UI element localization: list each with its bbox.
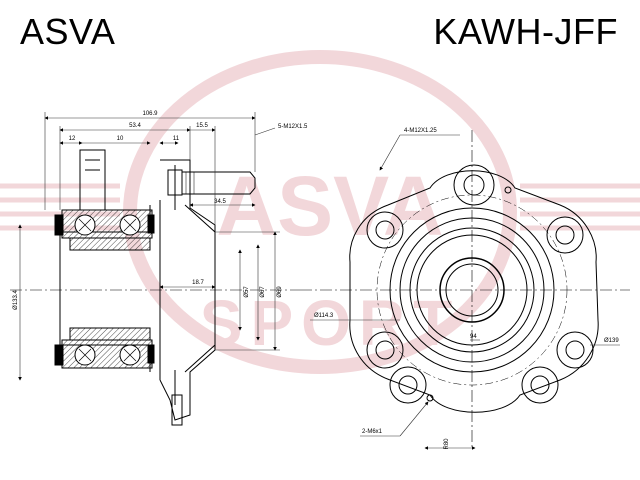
dim-11: 11 <box>173 136 180 142</box>
bolt-hole-left-low <box>375 340 395 360</box>
callout-bolt-holes: 4-M12X1.25 <box>404 128 437 134</box>
side-dimensions <box>18 112 280 381</box>
part-number-label: KAWH-JFF <box>433 11 618 52</box>
bolt-hole-right <box>565 340 585 360</box>
callout-small-holes: 2-M6x1 <box>362 429 383 435</box>
hub-ring-outer <box>389 207 555 373</box>
dim-34-5: 34.5 <box>214 199 226 205</box>
bolt-hole-top <box>463 174 485 196</box>
lower-stud <box>171 394 183 426</box>
front-dimensions <box>310 134 620 450</box>
hub-ring-4 <box>416 234 528 346</box>
side-section-view <box>10 149 300 426</box>
dim-15-5: 15.5 <box>196 123 208 129</box>
dim-stud-thread: 5-M12X1.5 <box>278 124 308 130</box>
brand-label: ASVA <box>20 11 116 52</box>
dim-r80: R80 <box>444 438 450 450</box>
dim-dia-133-4: Ø133.4 <box>13 289 19 309</box>
inner-ring-bottom <box>69 327 151 341</box>
hub-ring-3 <box>409 227 535 353</box>
bolt-hole-left <box>375 220 395 240</box>
seal-right-bottom <box>147 344 155 364</box>
dim-pcd: Ø114.3 <box>314 313 334 319</box>
dim-12: 12 <box>69 136 76 142</box>
hub-ring-2 <box>399 217 545 363</box>
mount-ear-right-high <box>546 216 584 254</box>
seal-left-bottom <box>54 344 64 366</box>
dim-10: 10 <box>117 136 124 142</box>
dim-dia-139: Ø139 <box>604 338 619 344</box>
mount-ear-bottom-right <box>521 366 559 404</box>
dim-bore: 94 <box>470 334 477 340</box>
mount-ear-top <box>453 164 495 206</box>
bolt-hole-bottom-right <box>530 375 550 395</box>
bolt-hole-right-high <box>555 225 575 245</box>
watermark: ASVA SPORT <box>0 50 640 374</box>
dim-18-7: 18.7 <box>192 280 204 286</box>
hub-bore-inner <box>445 263 499 317</box>
small-hole-2 <box>504 186 512 194</box>
hub-bore-outer <box>439 257 505 323</box>
mount-ear-bottom <box>389 366 427 404</box>
inner-ring-top <box>69 237 151 251</box>
dim-dia-67: Ø67 <box>260 286 266 298</box>
bolt-hole-bottom <box>398 375 418 395</box>
front-dimension-labels: 4-M12X1.25 Ø114.3 94 Ø139 2-M6x1 R80 <box>314 128 619 450</box>
dim-53-4: 53.4 <box>129 123 141 129</box>
seal-right-top <box>147 214 155 234</box>
front-view <box>300 130 630 450</box>
dim-dia-69: Ø69 <box>277 286 283 298</box>
mount-ear <box>79 149 106 211</box>
watermark-text-bottom: SPORT <box>200 287 460 359</box>
watermark-stripes-right <box>520 183 640 231</box>
dim-dia-57: Ø57 <box>244 286 250 298</box>
mount-ear-left-low <box>366 331 404 369</box>
mount-ear-right <box>556 331 594 369</box>
seal-left-top <box>54 214 64 236</box>
side-dimension-labels: 106.9 53.4 12 10 11 15.5 34.5 18.7 5-M12… <box>13 111 308 310</box>
mount-ear-left <box>366 211 404 249</box>
pcd-circle <box>376 194 568 386</box>
small-hole-1 <box>426 394 434 402</box>
wheel-stud <box>167 169 256 196</box>
dim-overall-length: 106.9 <box>142 111 158 117</box>
